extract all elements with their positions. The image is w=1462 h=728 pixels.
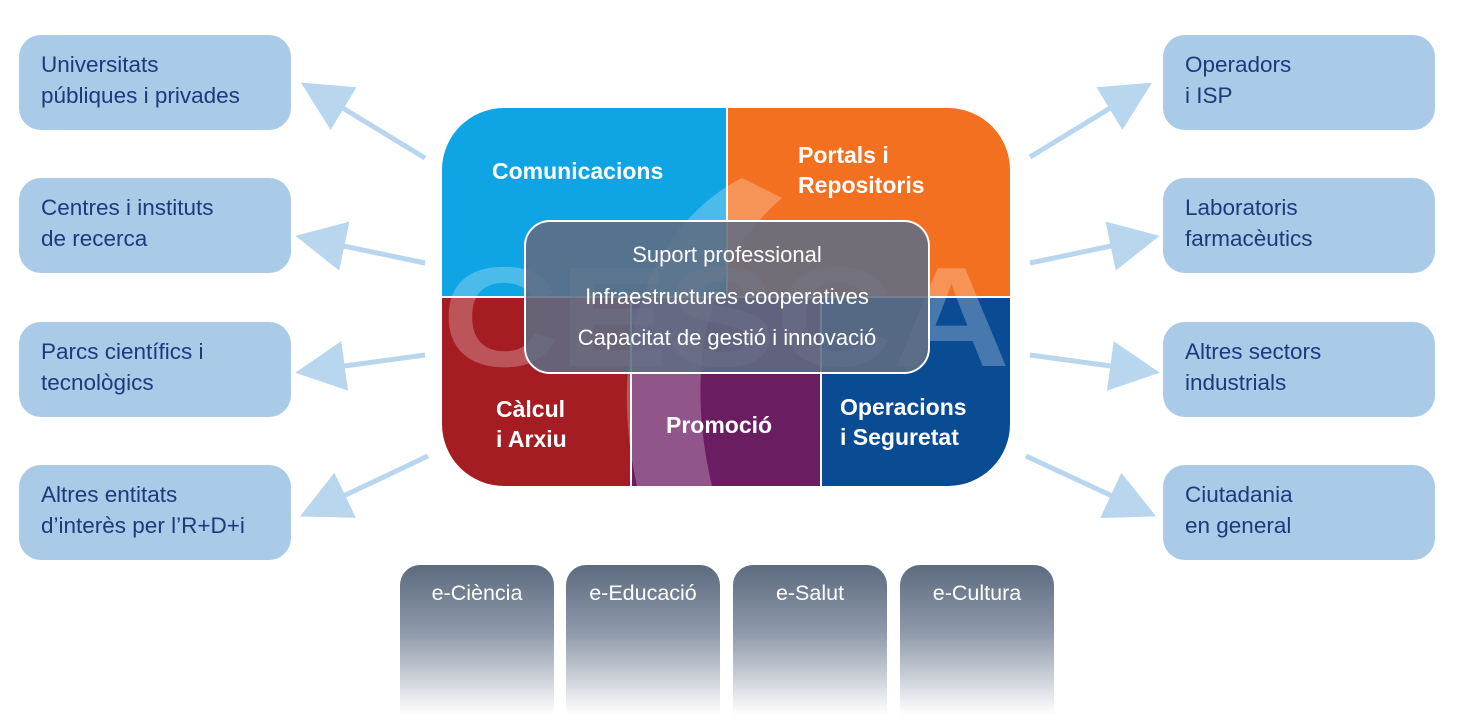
box-line: i ISP [1185, 83, 1233, 108]
box-centres-recerca: Centres i instituts de recerca [19, 178, 291, 273]
box-line: d’interès per l’R+D+i [41, 513, 245, 538]
arrow-centres [295, 221, 426, 271]
label-comunicacions: Comunicacions [492, 156, 663, 186]
box-line: públiques i privades [41, 83, 240, 108]
arrow-sectors [1029, 341, 1160, 391]
box-line: farmacèutics [1185, 226, 1313, 251]
tab-label: e-Salut [775, 581, 845, 605]
label-line: i Arxiu [496, 426, 567, 452]
label-line: i Seguretat [840, 424, 959, 450]
box-laboratoris: Laboratoris farmacèutics [1163, 178, 1435, 273]
arrow-operadors [1028, 82, 1153, 160]
tab-label: e-Cultura [932, 581, 1022, 605]
box-altres-sectors: Altres sectors industrials [1163, 322, 1435, 417]
box-line: industrials [1185, 370, 1287, 395]
label-line: Portals i [798, 142, 889, 168]
box-line: Parcs científics i [41, 339, 204, 364]
label-line: Repositoris [798, 172, 925, 198]
label-line: Comunicacions [492, 158, 664, 184]
box-line: Ciutadania [1185, 482, 1293, 507]
box-line: tecnològics [41, 370, 154, 395]
label-promocio: Promoció [666, 410, 772, 440]
label-calcul: Càlcul i Arxiu [496, 394, 567, 454]
box-line: Altres sectors [1185, 339, 1322, 364]
center-line-suport: Suport professional [632, 242, 822, 267]
arrow-altres-entitats [299, 453, 430, 518]
tab-label: e-Educació [589, 581, 697, 605]
tab-e-ciencia: e-Ciència [400, 565, 554, 715]
arrow-laboratoris [1029, 221, 1160, 271]
label-line: Promoció [666, 412, 773, 438]
box-line: Laboratoris [1185, 195, 1298, 220]
center-capabilities-box: Suport professional Infraestructures coo… [524, 220, 930, 374]
label-line: Càlcul [496, 396, 566, 422]
box-operadors: Operadors i ISP [1163, 35, 1435, 130]
box-line: Centres i instituts [41, 195, 214, 220]
tab-e-salut: e-Salut [733, 565, 887, 715]
box-altres-entitats: Altres entitats d’interès per l’R+D+i [19, 465, 291, 560]
arrow-ciutadania [1024, 453, 1157, 519]
box-parcs-cientifics: Parcs científics i tecnològics [19, 322, 291, 417]
box-line: Altres entitats [41, 482, 178, 507]
box-line: Universitats [41, 52, 159, 77]
label-line: Operacions [840, 394, 967, 420]
label-portals: Portals i Repositoris [798, 140, 925, 200]
arrow-universitats [300, 82, 427, 161]
box-line: de recerca [41, 226, 148, 251]
center-line-infraestructures: Infraestructures cooperatives [585, 284, 869, 309]
tab-e-cultura: e-Cultura [900, 565, 1054, 715]
box-ciutadania: Ciutadania en general [1163, 465, 1435, 560]
box-line: Operadors [1185, 52, 1292, 77]
box-line: en general [1185, 513, 1292, 538]
tab-e-educacio: e-Educació [566, 565, 720, 715]
box-universitats: Universitats públiques i privades [19, 35, 291, 130]
label-operacions: Operacions i Seguretat [840, 392, 967, 452]
center-line-capacitat: Capacitat de gestió i innovació [577, 325, 877, 350]
tab-label: e-Ciència [431, 581, 523, 605]
area-promocio [632, 372, 820, 486]
arrow-parcs [295, 341, 426, 391]
